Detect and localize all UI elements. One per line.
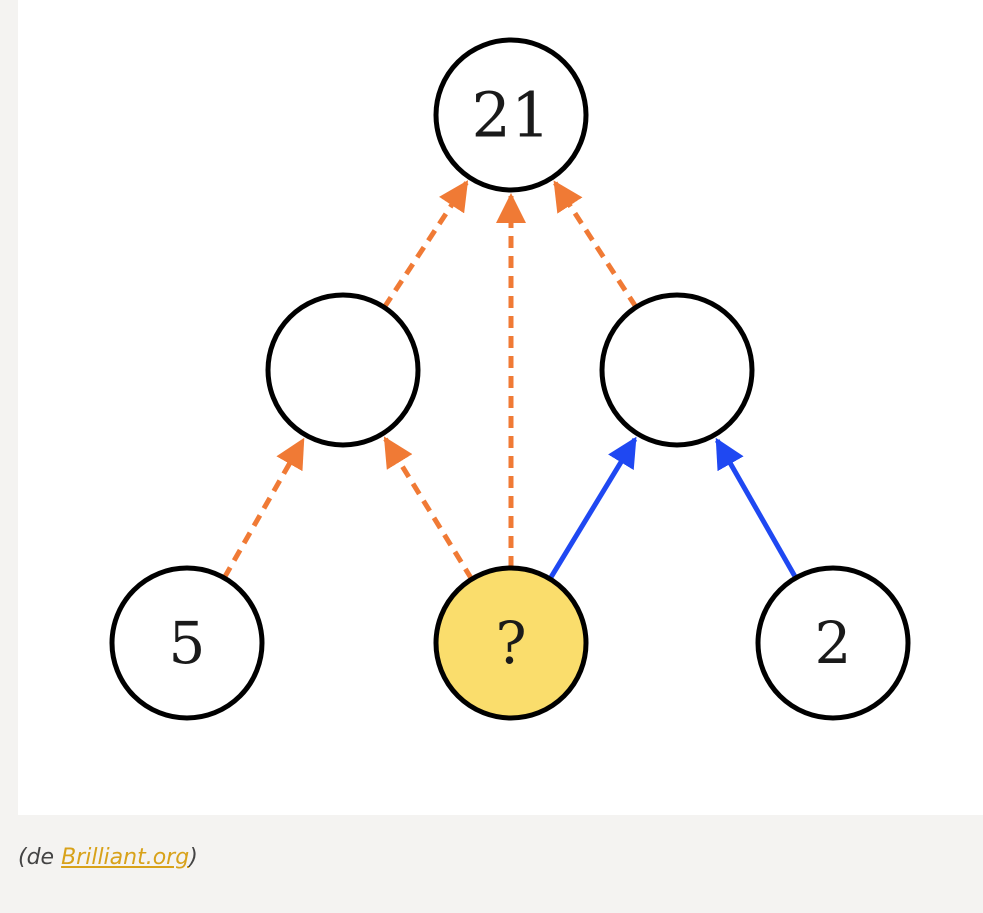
tree-diagram: 21 5? 2 [109, 37, 911, 721]
edge-bottom-center-to-middle-left [383, 436, 474, 581]
node-circle-bottom-left [109, 565, 265, 721]
node-label-bottom-left: 5 [169, 609, 206, 677]
node-circle-middle-left [265, 292, 421, 448]
figure-caption: (de Brilliant.org) [18, 845, 198, 870]
edge-bottom-right-to-middle-right [715, 437, 798, 580]
edges-layer [222, 180, 798, 581]
node-middle-left [265, 292, 421, 448]
node-bottom-center: ? [433, 565, 589, 721]
node-circle-bottom-right [755, 565, 911, 721]
node-top: 21 [433, 37, 589, 193]
source-link[interactable]: Brilliant.org [61, 845, 190, 870]
node-middle-right [599, 292, 755, 448]
node-label-bottom-right: 2 [815, 609, 852, 677]
edge-bottom-left-to-middle-left [222, 437, 305, 580]
node-circle-top [433, 37, 589, 193]
node-bottom-left: 5 [109, 565, 265, 721]
node-label-bottom-center: ? [495, 609, 526, 677]
edge-middle-left-to-top [382, 180, 469, 309]
caption-prefix: (de [18, 845, 62, 870]
node-circle-bottom-center [433, 565, 589, 721]
nodes-layer: 21 5? 2 [109, 37, 911, 721]
node-label-top: 21 [472, 79, 551, 152]
node-bottom-right: 2 [755, 565, 911, 721]
caption-suffix: ) [189, 845, 198, 870]
edge-middle-right-to-top [553, 180, 639, 309]
edge-bottom-center-to-middle-right [547, 436, 638, 581]
node-circle-middle-right [599, 292, 755, 448]
